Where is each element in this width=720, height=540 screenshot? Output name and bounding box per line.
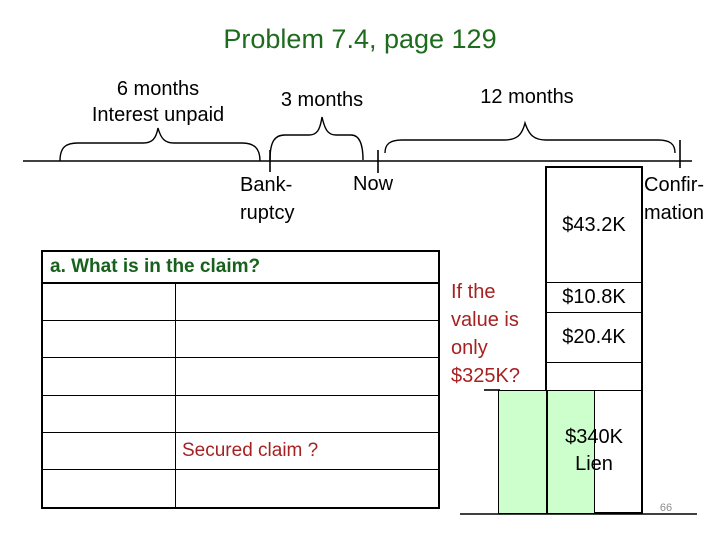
label-bankruptcy: Bank- ruptcy bbox=[240, 171, 350, 227]
brace-3-months bbox=[269, 116, 364, 161]
claim-table-grid: Secured claim ? bbox=[43, 284, 438, 507]
value-question: If the value is only $325K? bbox=[451, 278, 546, 390]
brace-6-months bbox=[59, 127, 261, 162]
value-question-line1: If the bbox=[451, 281, 496, 303]
stack-segment-43-2k: $43.2K bbox=[547, 168, 641, 283]
value-bar-left bbox=[498, 390, 547, 514]
value-bar-right bbox=[547, 390, 595, 514]
table-cell bbox=[176, 470, 438, 507]
label-bankruptcy-line2: ruptcy bbox=[240, 202, 295, 224]
lien-label-line2: Lien bbox=[575, 453, 613, 475]
label-6-months-line1: 6 months bbox=[116, 78, 200, 100]
table-cell bbox=[43, 395, 176, 433]
table-cell bbox=[43, 432, 176, 470]
label-bankruptcy-line1: Bank- bbox=[240, 174, 293, 196]
label-12-months: 12 months bbox=[480, 86, 574, 108]
page-number: 66 bbox=[659, 502, 673, 514]
stack-segment-10-8k: $10.8K bbox=[547, 283, 641, 313]
label-confirmation-line2: mation bbox=[644, 202, 705, 224]
table-cell bbox=[176, 284, 438, 322]
stack-segment-empty bbox=[547, 363, 641, 391]
table-cell bbox=[176, 358, 438, 396]
value-question-line2: value is bbox=[451, 309, 519, 331]
value-question-line4: $325K? bbox=[451, 365, 520, 387]
table-cell bbox=[176, 396, 438, 433]
claim-table-header: a. What is in the claim? bbox=[43, 252, 438, 284]
table-cell bbox=[43, 358, 176, 396]
table-cell bbox=[43, 469, 176, 507]
secured-claim-cell: Secured claim ? bbox=[176, 433, 438, 470]
brace-12-months bbox=[384, 120, 676, 154]
value-question-line3: only bbox=[451, 337, 488, 359]
label-now: Now bbox=[353, 173, 394, 195]
table-cell bbox=[43, 321, 176, 359]
label-confirmation: Confir- mation bbox=[644, 171, 720, 227]
label-6-months-line2: Interest unpaid bbox=[91, 104, 225, 126]
page-title: Problem 7.4, page 129 bbox=[223, 24, 497, 54]
label-confirmation-line1: Confir- bbox=[644, 174, 705, 196]
claim-table: a. What is in the claim? Secured claim ? bbox=[41, 250, 440, 509]
lien-label: $340K Lien bbox=[545, 424, 643, 478]
label-3-months: 3 months bbox=[280, 89, 364, 111]
stack-segment-20-4k: $20.4K bbox=[547, 313, 641, 363]
lien-label-line1: $340K bbox=[565, 426, 623, 448]
label-6-months: 6 months Interest unpaid bbox=[58, 76, 258, 128]
table-cell bbox=[43, 284, 176, 322]
table-cell bbox=[176, 321, 438, 359]
